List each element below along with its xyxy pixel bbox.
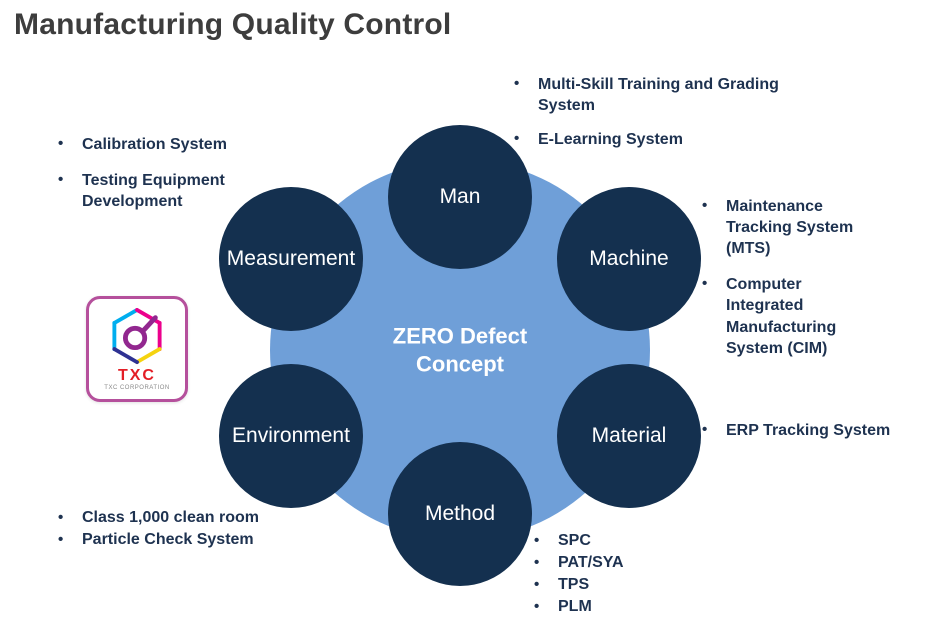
txc-logo: TXC TXC CORPORATION (86, 296, 188, 402)
txc-hexagon-icon (112, 307, 162, 364)
node-man-label: Man (439, 185, 481, 208)
center-concept-line1: ZERO Defect (392, 323, 528, 349)
txc-logo-caption: TXC CORPORATION (104, 384, 170, 391)
page-title: Manufacturing Quality Control (14, 8, 452, 41)
bullet-item: PLM (528, 596, 688, 618)
bullet-item: Maintenance Tracking System (MTS) (696, 196, 871, 259)
center-concept-line2: Concept (415, 351, 504, 376)
node-machine-label: Machine (589, 247, 669, 270)
bullet-item: SPC (528, 530, 688, 552)
txc-logo-text-block: TXC TXC CORPORATION (104, 366, 170, 391)
method-bullet-list: SPC PAT/SYA TPS PLM (528, 530, 688, 618)
environment-bullet-list: Class 1,000 clean room Particle Check Sy… (52, 507, 312, 551)
bullet-item: Calibration System (52, 134, 257, 155)
node-method-label: Method (424, 502, 496, 525)
bullet-item: Particle Check System (52, 529, 312, 551)
txc-logo-text: TXC (117, 366, 156, 384)
node-material-label: Material (591, 424, 667, 447)
man-bullet-list: Multi-Skill Training and Grading System … (508, 74, 808, 163)
node-environment-label: Environment (232, 424, 350, 447)
material-bullet-list: ERP Tracking System (696, 420, 926, 441)
bullet-item: Testing Equipment Development (52, 170, 257, 212)
machine-bullet-list: Maintenance Tracking System (MTS) Comput… (696, 196, 871, 374)
measurement-bullet-list: Calibration System Testing Equipment Dev… (52, 134, 257, 227)
bullet-item: Class 1,000 clean room (52, 507, 312, 529)
node-machine: Machine (557, 187, 701, 331)
bullet-item: E-Learning System (508, 129, 808, 150)
node-method: Method (388, 442, 532, 586)
bullet-item: Computer Integrated Manufacturing System… (696, 274, 871, 358)
bullet-item: TPS (528, 574, 688, 596)
node-measurement-label: Measurement (226, 247, 356, 270)
bullet-item: ERP Tracking System (696, 420, 926, 441)
bullet-item: Multi-Skill Training and Grading System (508, 74, 808, 116)
node-environment: Environment (219, 364, 363, 508)
bullet-item: PAT/SYA (528, 552, 688, 574)
center-concept-label: ZERO Defect Concept (393, 323, 527, 378)
node-material: Material (557, 364, 701, 508)
